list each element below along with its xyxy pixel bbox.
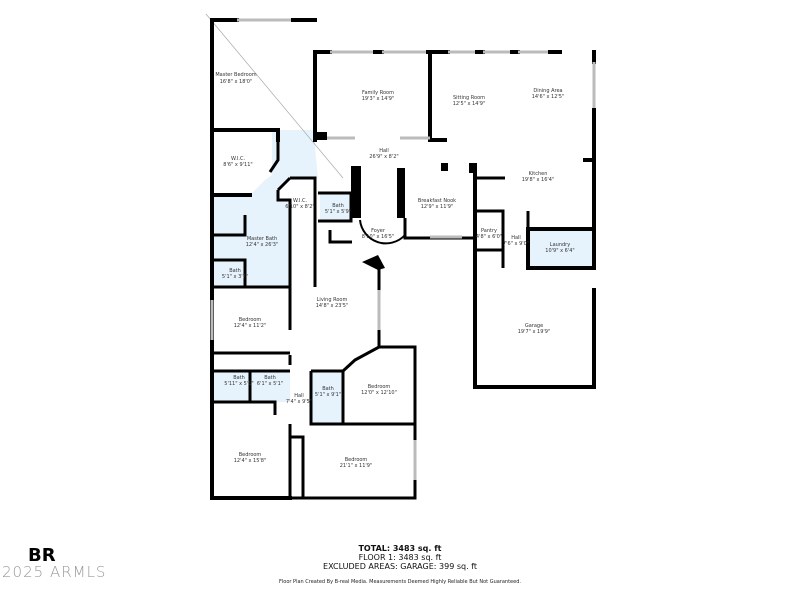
room-dims: 16'8" x 18'0" xyxy=(220,79,253,85)
logo-mark: BR xyxy=(28,545,56,566)
room-dims: 12'5" x 14'9" xyxy=(453,101,486,107)
room-dims: 19'8" x 16'4" xyxy=(522,177,555,183)
room-dims: 19'3" x 14'9" xyxy=(362,96,395,102)
area-summary: TOTAL: 3483 sq. ft FLOOR 1: 3483 sq. ft … xyxy=(300,544,500,571)
room-name: Bath xyxy=(229,268,241,274)
room-dims: 8'6" x 9'11" xyxy=(223,162,252,168)
room-dims: 14'8" x 23'5" xyxy=(316,303,349,309)
room-dims: 10'9" x 6'4" xyxy=(545,248,574,254)
room-dims: 5'11" x 5'1" xyxy=(224,381,253,387)
room-name: Bath xyxy=(332,203,344,209)
room-name: Pantry xyxy=(481,228,497,234)
total-area: TOTAL: 3483 sq. ft xyxy=(358,544,442,553)
room-name: Foyer xyxy=(371,228,386,234)
room-name: Dining Area xyxy=(533,88,562,94)
room-name: Bedroom xyxy=(368,384,391,390)
room-name: Bedroom xyxy=(239,317,262,323)
watermark-logo: BR 2025 ARMLS xyxy=(2,545,107,581)
room-name: Master Bath xyxy=(247,236,277,242)
room-name: Bath xyxy=(233,375,245,381)
room-dims: 5'1" x 5'9" xyxy=(325,209,351,215)
room-dims: 12'9" x 11'9" xyxy=(421,204,454,210)
room-dims: 4'8" x 6'0" xyxy=(476,234,502,240)
diagonal-guide xyxy=(205,13,344,179)
room-dims: 7'6" x 9'0" xyxy=(503,241,529,247)
room-dims: 12'4" x 11'2" xyxy=(234,323,267,329)
credit-note: Floor Plan Created By B-real Media. Meas… xyxy=(279,579,521,585)
room-name: Garage xyxy=(525,323,543,329)
room-name: Family Room xyxy=(362,90,394,96)
wet-areas xyxy=(214,130,594,424)
room-name: Living Room xyxy=(317,297,348,303)
room-name: W.I.C. xyxy=(293,198,308,204)
room-dims: 6'1" x 5'1" xyxy=(257,381,283,387)
floor-area: FLOOR 1: 3483 sq. ft xyxy=(358,553,442,562)
room-dims: 19'7" x 19'9" xyxy=(518,329,551,335)
room-dims: 8'10" x 16'5" xyxy=(362,234,395,240)
room-name: Hall xyxy=(294,393,304,399)
room-dims: 12'4" x 26'3" xyxy=(246,242,279,248)
room-name: Bedroom xyxy=(239,452,262,458)
room-dims: 26'9" x 8'2" xyxy=(369,154,398,160)
room-dims: 12'0" x 12'10" xyxy=(361,390,397,396)
room-dims: 6'10" x 8'2" xyxy=(285,204,314,210)
room-dims: 14'6" x 12'5" xyxy=(532,94,565,100)
room-name: Bedroom xyxy=(345,457,368,463)
room-name: Hall xyxy=(511,235,521,241)
walls xyxy=(210,18,596,500)
room-name: Bath xyxy=(264,375,276,381)
room-dims: 7'4" x 9'5" xyxy=(286,399,312,405)
room-dims: 5'1" x 3'7" xyxy=(222,274,248,280)
room-name: W.I.C. xyxy=(231,156,246,162)
room-dims: 12'4" x 15'8" xyxy=(234,458,267,464)
excluded-area: EXCLUDED AREAS: GARAGE: 399 sq. ft xyxy=(323,562,477,571)
room-name: Kitchen xyxy=(529,171,548,177)
room-name: Bath xyxy=(322,386,334,392)
room-name: Laundry xyxy=(550,242,570,248)
room-dims: 5'1" x 9'1" xyxy=(315,392,341,398)
room-name: Master Bedroom xyxy=(215,72,256,78)
room-name: Sitting Room xyxy=(453,95,485,101)
room-name: Hall xyxy=(379,148,389,154)
room-name: Breakfast Nook xyxy=(418,198,456,204)
watermark-text: 2025 ARMLS xyxy=(2,563,107,581)
room-dims: 21'1" x 11'9" xyxy=(340,463,373,469)
